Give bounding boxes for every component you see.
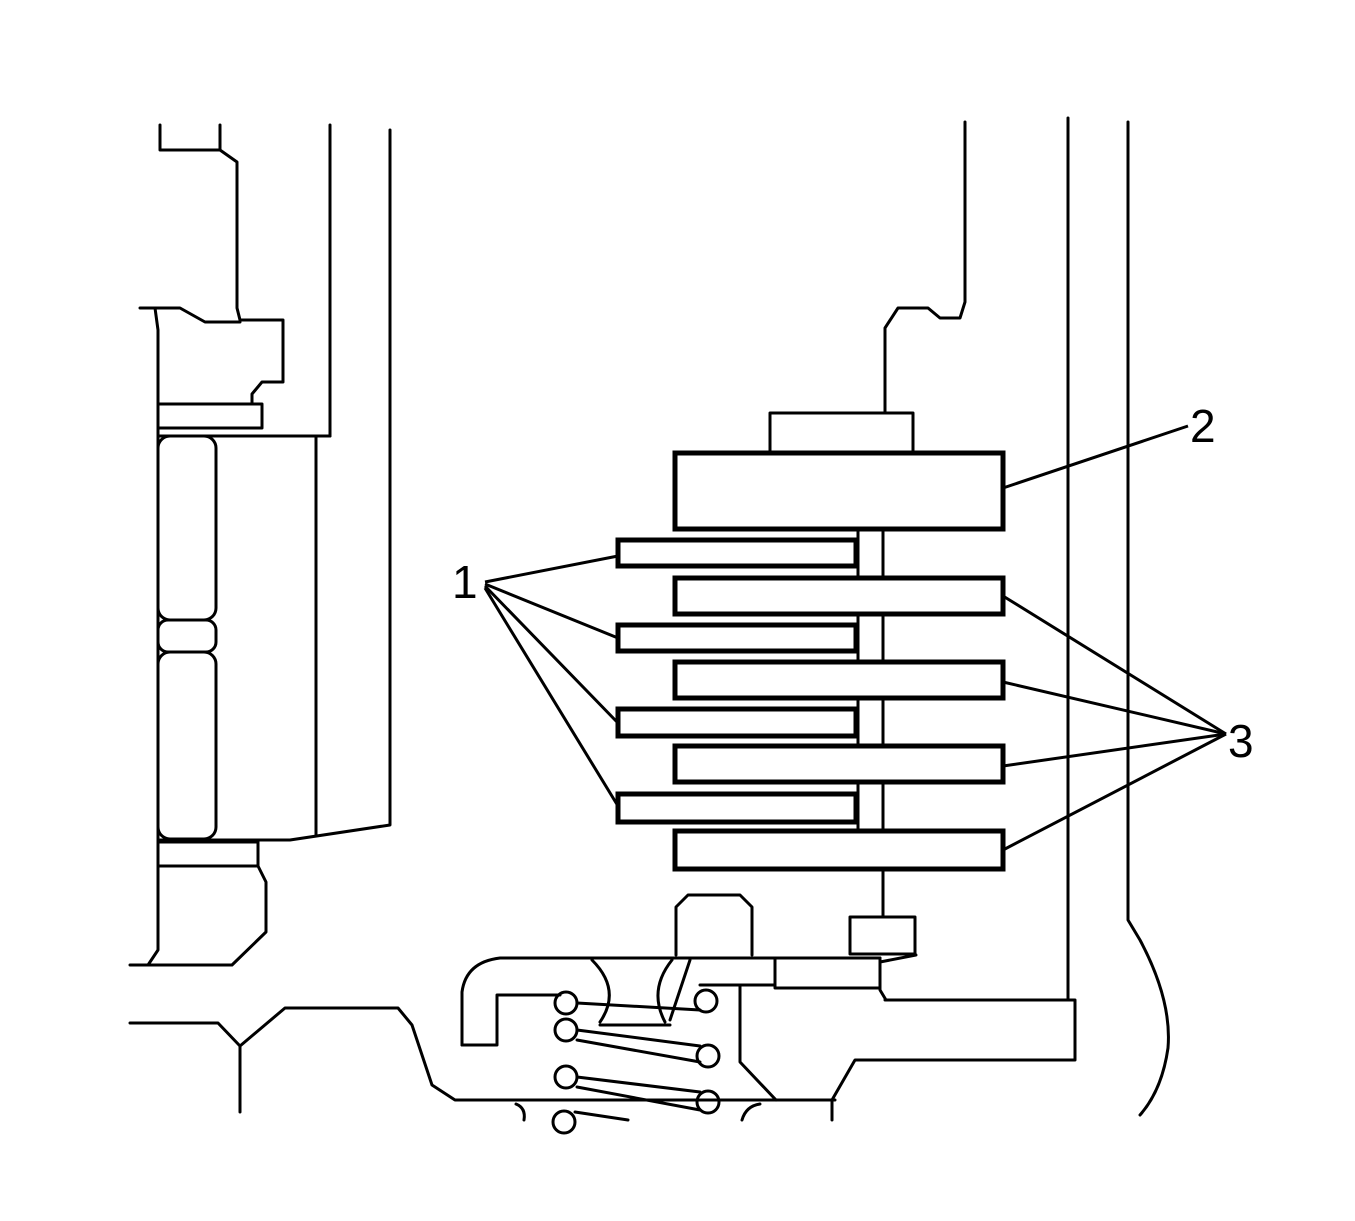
steel-plate xyxy=(672,743,1006,785)
leader-3b xyxy=(1002,680,1227,736)
steel-plates xyxy=(672,575,1006,872)
leader-3c xyxy=(1002,732,1227,768)
leader-1a xyxy=(484,554,619,584)
callout-3: 3 xyxy=(1228,715,1254,767)
backing-plate xyxy=(672,450,1006,532)
clutch-plate xyxy=(615,537,859,569)
steel-plate xyxy=(672,828,1006,872)
leader-1d xyxy=(483,587,620,807)
clutch-plate xyxy=(615,622,859,654)
clutch-plate xyxy=(615,791,859,825)
left-housing xyxy=(128,123,392,967)
return-spring xyxy=(551,988,721,1135)
steel-plate xyxy=(672,659,1006,701)
clutch-plates xyxy=(615,537,859,825)
callout-2: 2 xyxy=(1190,400,1216,452)
leader-2 xyxy=(1002,424,1189,490)
leader-1b xyxy=(484,582,619,640)
leader-1c xyxy=(483,584,620,725)
bottom-housing xyxy=(128,953,1077,1122)
clutch-plate xyxy=(615,706,859,739)
steel-plate xyxy=(672,575,1006,617)
leader-lines xyxy=(483,424,1227,852)
leader-3d xyxy=(1002,732,1227,852)
leader-3a xyxy=(1002,594,1227,736)
callout-1: 1 xyxy=(452,556,478,608)
piston-assembly xyxy=(460,893,917,1047)
